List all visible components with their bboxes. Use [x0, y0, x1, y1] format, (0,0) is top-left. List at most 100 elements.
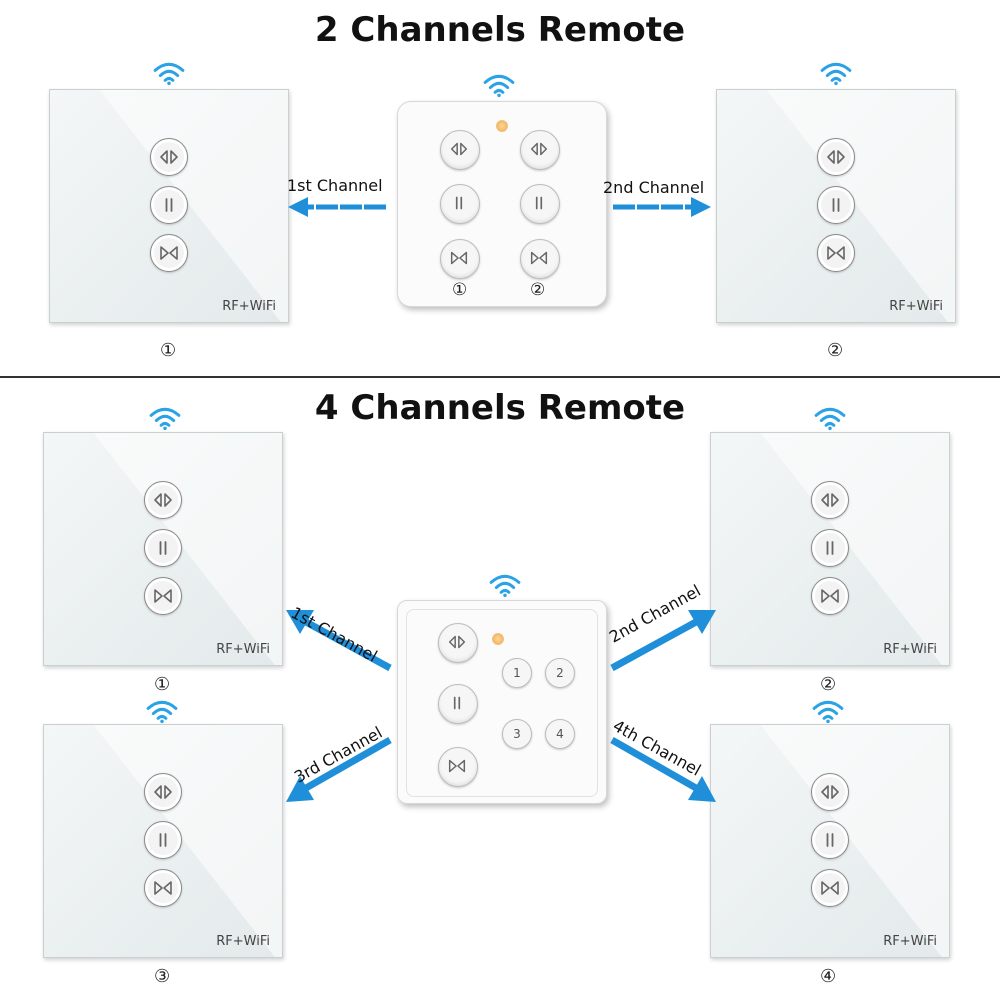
panel-mark: ① [154, 674, 171, 695]
panel-rf-label: RF+WiFi [889, 299, 943, 314]
pause-icon [446, 692, 468, 714]
arrow-icon [286, 736, 392, 802]
wall-switch-panel: RF+WiFi [43, 724, 283, 958]
remote-close-button-2[interactable] [520, 239, 560, 279]
channel-label-1st: 1st Channel [287, 176, 383, 195]
open-curtain-icon [528, 138, 550, 160]
pause-button[interactable] [817, 186, 855, 224]
close-button[interactable] [150, 234, 188, 272]
close-curtain-icon [151, 584, 175, 608]
open-curtain-icon [151, 488, 175, 512]
remote-2ch: ① ② [397, 101, 607, 307]
wifi-icon [818, 60, 854, 86]
panel-mark: ④ [820, 966, 837, 987]
pause-icon [818, 828, 842, 852]
close-curtain-icon [818, 876, 842, 900]
remote-open-button[interactable] [438, 623, 478, 663]
pause-icon [151, 536, 175, 560]
wifi-icon [812, 405, 848, 431]
close-button[interactable] [144, 869, 182, 907]
pause-button[interactable] [144, 529, 182, 567]
close-button[interactable] [144, 577, 182, 615]
open-curtain-icon [157, 145, 181, 169]
wifi-icon [481, 72, 517, 98]
section-title-4ch: 4 Channels Remote [314, 388, 686, 428]
open-curtain-icon [818, 780, 842, 804]
close-curtain-icon [157, 241, 181, 265]
panel-rf-label: RF+WiFi [216, 934, 270, 949]
wall-switch-panel: RF+WiFi [710, 724, 950, 958]
open-curtain-icon [446, 631, 468, 653]
arrow-icon [610, 736, 716, 802]
open-button[interactable] [144, 773, 182, 811]
panel-rf-label: RF+WiFi [883, 642, 937, 657]
pause-icon [157, 193, 181, 217]
open-button[interactable] [817, 138, 855, 176]
remote-channel-mark-1: ① [452, 280, 468, 300]
close-curtain-icon [528, 247, 550, 269]
remote-open-button-2[interactable] [520, 130, 560, 170]
remote-close-button[interactable] [438, 747, 478, 787]
remote-channel-mark-2: ② [530, 280, 546, 300]
wifi-icon [810, 698, 846, 724]
wall-switch-panel: RF+WiFi [43, 432, 283, 666]
led-indicator [492, 633, 504, 645]
remote-close-button-1[interactable] [440, 239, 480, 279]
arrow-icon [286, 610, 392, 672]
channel-button-2[interactable]: 2 [545, 658, 575, 688]
remote-pause-button-2[interactable] [520, 184, 560, 224]
panel-mark: ③ [154, 966, 171, 987]
close-button[interactable] [817, 234, 855, 272]
panel-mark: ① [160, 340, 177, 361]
pause-button[interactable] [811, 821, 849, 859]
channel-button-3[interactable]: 3 [502, 719, 532, 749]
panel-mark: ② [820, 674, 837, 695]
open-button[interactable] [811, 773, 849, 811]
wifi-icon [487, 572, 523, 598]
wifi-icon [144, 698, 180, 724]
wifi-icon [147, 405, 183, 431]
pause-icon [151, 828, 175, 852]
arrow-icon [610, 610, 716, 672]
open-button[interactable] [144, 481, 182, 519]
panel-mark: ② [827, 340, 844, 361]
remote-pause-button[interactable] [438, 684, 478, 724]
wall-switch-panel: RF+WiFi [710, 432, 950, 666]
pause-button[interactable] [811, 529, 849, 567]
open-button[interactable] [150, 138, 188, 176]
panel-rf-label: RF+WiFi [883, 934, 937, 949]
arrow-icon [613, 197, 711, 217]
panel-rf-label: RF+WiFi [216, 642, 270, 657]
open-curtain-icon [824, 145, 848, 169]
arrow-icon [288, 197, 386, 217]
remote-inner-frame [406, 609, 598, 797]
close-curtain-icon [446, 755, 468, 777]
section-divider [0, 376, 1000, 378]
open-curtain-icon [818, 488, 842, 512]
pause-icon [528, 192, 550, 214]
led-indicator [496, 120, 508, 132]
pause-button[interactable] [150, 186, 188, 224]
remote-4ch: 1 2 3 4 [397, 600, 607, 804]
panel-rf-label: RF+WiFi [222, 299, 276, 314]
pause-icon [448, 192, 470, 214]
channel-button-4[interactable]: 4 [545, 719, 575, 749]
pause-icon [818, 536, 842, 560]
remote-open-button-1[interactable] [440, 130, 480, 170]
wall-switch-panel: RF+WiFi [716, 89, 956, 323]
close-curtain-icon [818, 584, 842, 608]
wall-switch-panel: RF+WiFi [49, 89, 289, 323]
wifi-icon [151, 60, 187, 86]
close-curtain-icon [448, 247, 470, 269]
remote-pause-button-1[interactable] [440, 184, 480, 224]
open-curtain-icon [448, 138, 470, 160]
channel-label-2nd: 2nd Channel [603, 178, 705, 197]
close-button[interactable] [811, 869, 849, 907]
pause-button[interactable] [144, 821, 182, 859]
pause-icon [824, 193, 848, 217]
open-curtain-icon [151, 780, 175, 804]
section-title-2ch: 2 Channels Remote [314, 10, 686, 50]
channel-button-1[interactable]: 1 [502, 658, 532, 688]
open-button[interactable] [811, 481, 849, 519]
close-button[interactable] [811, 577, 849, 615]
